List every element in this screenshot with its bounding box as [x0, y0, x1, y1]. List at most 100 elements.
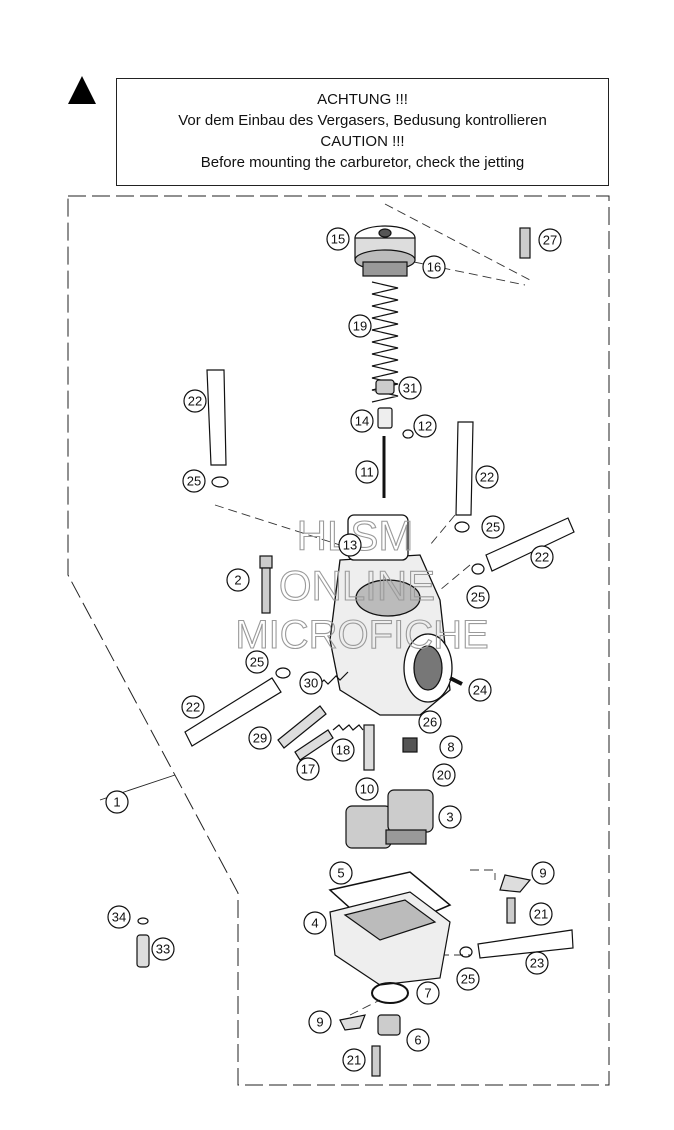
callout-25-e: 25	[456, 967, 480, 991]
callout-33: 33	[151, 937, 175, 961]
callout-11: 11	[355, 460, 379, 484]
warning-triangle-icon	[68, 76, 96, 104]
svg-text:21: 21	[347, 1053, 361, 1068]
callout-9-lower: 9	[308, 1010, 332, 1034]
carburetor-body	[329, 514, 453, 716]
callout-27: 27	[538, 228, 562, 252]
svg-text:22: 22	[535, 550, 549, 565]
vent-fitting	[519, 227, 531, 259]
callout-6: 6	[406, 1028, 430, 1052]
svg-text:25: 25	[461, 972, 475, 987]
callout-18: 18	[331, 738, 355, 762]
callout-25-b: 25	[481, 515, 505, 539]
svg-text:30: 30	[304, 676, 318, 691]
svg-text:27: 27	[543, 233, 557, 248]
idle-screw	[259, 555, 273, 614]
watermark-line-3: MICROFICHE	[235, 613, 488, 657]
callout-31: 31	[398, 376, 422, 400]
svg-text:34: 34	[112, 910, 126, 925]
vent-hoses	[184, 369, 575, 959]
svg-text:22: 22	[480, 470, 494, 485]
svg-text:33: 33	[156, 942, 170, 957]
adjust-screws	[277, 671, 418, 771]
drain-o-ring	[371, 982, 409, 1004]
spare-pin	[136, 917, 150, 968]
callout-3: 3	[438, 805, 462, 829]
callout-5: 5	[329, 861, 353, 885]
callout-8: 8	[439, 735, 463, 759]
svg-text:15: 15	[331, 232, 345, 247]
svg-text:25: 25	[187, 474, 201, 489]
callout-25-c: 25	[466, 585, 490, 609]
svg-text:22: 22	[188, 394, 202, 409]
cover-plates	[339, 874, 532, 1031]
callout-29: 29	[248, 726, 272, 750]
svg-text:17: 17	[301, 762, 315, 777]
callout-14: 14	[350, 409, 374, 433]
svg-text:14: 14	[355, 414, 369, 429]
drain-plug	[377, 1014, 401, 1036]
callout-19: 19	[348, 314, 372, 338]
svg-text:8: 8	[447, 740, 454, 755]
callout-24: 24	[468, 678, 492, 702]
svg-text:22: 22	[186, 700, 200, 715]
caution-box: ACHTUNG !!! Vor dem Einbau des Vergasers…	[116, 78, 609, 186]
callout-13: 13	[338, 533, 362, 557]
svg-text:21: 21	[534, 907, 548, 922]
caution-line-de-title: ACHTUNG !!!	[317, 91, 408, 108]
callout-10: 10	[355, 777, 379, 801]
callout-21-upper: 21	[529, 902, 553, 926]
svg-text:31: 31	[403, 381, 417, 396]
callout-1: 1	[105, 790, 129, 814]
svg-text:18: 18	[336, 743, 350, 758]
callout-15: 15	[326, 227, 350, 251]
callout-2: 2	[226, 568, 250, 592]
callout-25-a: 25	[182, 469, 206, 493]
watermark-line-2: ONLINE	[279, 562, 435, 609]
svg-text:25: 25	[250, 655, 264, 670]
callout-26: 26	[418, 710, 442, 734]
svg-text:6: 6	[414, 1033, 421, 1048]
svg-text:12: 12	[418, 419, 432, 434]
svg-text:9: 9	[539, 866, 546, 881]
float-bowl	[329, 891, 451, 986]
float	[345, 789, 434, 849]
callout-25-d: 25	[245, 650, 269, 674]
svg-text:23: 23	[530, 956, 544, 971]
callout-21-lower: 21	[342, 1048, 366, 1072]
carb-top-cap	[354, 225, 416, 277]
svg-text:20: 20	[437, 768, 451, 783]
callout-16: 16	[422, 255, 446, 279]
svg-text:2: 2	[234, 573, 241, 588]
callout-22-left-top: 22	[183, 389, 207, 413]
svg-text:16: 16	[427, 260, 441, 275]
svg-text:1: 1	[113, 795, 120, 810]
callout-4: 4	[303, 911, 327, 935]
callout-22-right-top: 22	[475, 465, 499, 489]
svg-text:25: 25	[486, 520, 500, 535]
svg-text:24: 24	[473, 683, 487, 698]
callout-20: 20	[432, 763, 456, 787]
svg-text:11: 11	[360, 465, 374, 480]
svg-text:29: 29	[253, 731, 267, 746]
caution-line-en-title: CAUTION !!!	[320, 133, 405, 150]
caution-line-en-text: Before mounting the carburetor, check th…	[200, 154, 525, 171]
callout-23: 23	[525, 951, 549, 975]
part-callouts: 1 2 3 4 5 6 7 8 9 9 10 11 12 13 14 15 16…	[105, 227, 562, 1072]
callout-22-right-mid: 22	[530, 545, 554, 569]
svg-text:4: 4	[311, 916, 318, 931]
callout-17: 17	[296, 757, 320, 781]
callout-22-left-low: 22	[181, 695, 205, 719]
svg-text:5: 5	[337, 866, 344, 881]
hose-clamps	[211, 476, 485, 958]
callout-7: 7	[416, 981, 440, 1005]
needle-clip-parts	[375, 379, 414, 439]
svg-text:26: 26	[423, 715, 437, 730]
caution-line-de-text: Vor dem Einbau des Vergasers, Bedusung k…	[178, 112, 547, 129]
callout-34: 34	[107, 905, 131, 929]
svg-text:3: 3	[446, 810, 453, 825]
pilot-rod	[449, 676, 463, 686]
svg-text:13: 13	[343, 538, 357, 553]
plate-screws	[371, 897, 516, 1077]
